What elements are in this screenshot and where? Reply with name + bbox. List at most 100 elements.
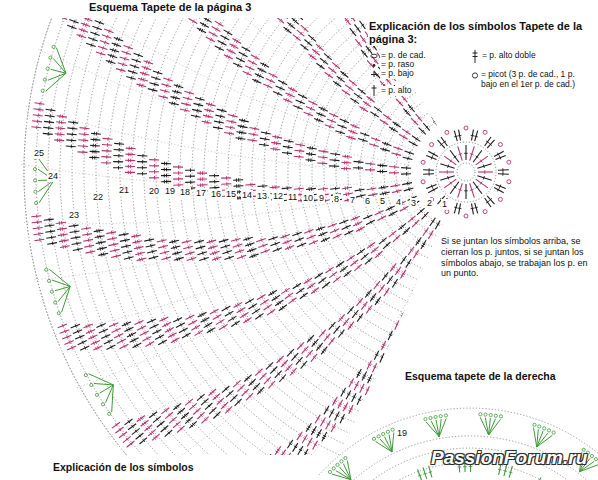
stitch-bar bbox=[258, 371, 261, 374]
stitch-bar bbox=[349, 87, 351, 90]
stitch-symbol bbox=[247, 248, 256, 251]
stitch-bar bbox=[371, 298, 374, 300]
stitch-bar bbox=[317, 45, 319, 48]
stitch-bar bbox=[374, 248, 376, 251]
stitch-bar bbox=[292, 370, 295, 372]
stitch-bar bbox=[95, 144, 96, 148]
stitch-symbol bbox=[78, 145, 88, 147]
stitch-bar bbox=[339, 318, 342, 320]
stitch-bar bbox=[262, 69, 264, 72]
stitch-bar bbox=[216, 413, 219, 416]
stitch-bar bbox=[130, 443, 132, 446]
stitch-symbol bbox=[90, 151, 100, 153]
stitch-bar bbox=[107, 143, 108, 147]
stitch-symbol bbox=[209, 181, 219, 182]
stitch-bar bbox=[368, 97, 370, 100]
stitch-bar bbox=[384, 191, 386, 195]
stitch-symbol bbox=[398, 223, 406, 230]
stitch-bar bbox=[323, 108, 324, 111]
stitch-bar bbox=[67, 335, 68, 338]
stitch-symbol bbox=[173, 317, 182, 322]
stitch-bar bbox=[180, 323, 182, 326]
stitch-symbol bbox=[367, 188, 377, 190]
stitch-symbol bbox=[358, 88, 366, 94]
stitch-bar bbox=[77, 330, 78, 333]
stitch-bar bbox=[310, 54, 312, 57]
stitch-bar bbox=[308, 352, 311, 354]
stitch-symbol bbox=[88, 335, 97, 339]
stitch-bar bbox=[384, 275, 387, 277]
stitch-bar bbox=[236, 304, 238, 307]
stitch-bar bbox=[252, 305, 254, 308]
stitch-symbol bbox=[297, 432, 302, 440]
stitch-bar bbox=[370, 221, 372, 224]
stitch-symbol bbox=[287, 22, 295, 28]
stitch-symbol bbox=[292, 232, 301, 235]
stitch-bar bbox=[407, 329, 410, 330]
stitch-bar bbox=[243, 53, 245, 56]
stitch-symbol bbox=[270, 149, 280, 150]
stitch-bar bbox=[144, 422, 146, 425]
stitch-symbol bbox=[228, 316, 237, 321]
stitch-bar bbox=[358, 160, 359, 164]
stitch-symbol bbox=[217, 109, 227, 112]
stitch-bar bbox=[279, 358, 282, 361]
stitch-bar bbox=[238, 184, 239, 188]
stitch-bar bbox=[313, 290, 315, 293]
stitch-symbol bbox=[96, 52, 106, 55]
stitch-symbol bbox=[144, 425, 152, 431]
stitch-symbol bbox=[383, 114, 391, 120]
stitch-bar bbox=[427, 94, 430, 96]
stitch-bar bbox=[346, 161, 347, 165]
stitch-bar bbox=[200, 396, 202, 399]
stitch-bar bbox=[433, 107, 436, 109]
stitch-bar bbox=[190, 180, 191, 184]
stitch-bar bbox=[175, 339, 177, 342]
stitch-bar bbox=[124, 239, 126, 243]
stitch-bar bbox=[230, 126, 232, 130]
stitch-bar bbox=[344, 161, 345, 165]
stitch-symbol bbox=[130, 65, 140, 68]
stitch-bar bbox=[37, 120, 38, 124]
stitch-bar bbox=[391, 127, 393, 130]
chain-arc bbox=[156, 18, 360, 455]
stitch-symbol bbox=[401, 270, 406, 279]
stitch-bar bbox=[367, 47, 370, 49]
stitch-bar bbox=[276, 141, 278, 145]
stitch-symbol bbox=[225, 406, 232, 413]
stitch-bar bbox=[258, 391, 261, 393]
stitch-symbol bbox=[349, 405, 353, 414]
stitch-bar bbox=[86, 227, 88, 231]
stitch-bar bbox=[304, 452, 307, 454]
stitch-bar bbox=[170, 334, 172, 337]
stitch-bar bbox=[280, 307, 282, 310]
stitch-bar bbox=[166, 257, 167, 260]
stitch-bar bbox=[228, 56, 230, 59]
stitch-symbol bbox=[337, 125, 346, 128]
stitch-bar bbox=[39, 238, 41, 242]
stitch-bar bbox=[173, 96, 175, 100]
stitch-bar bbox=[275, 296, 277, 299]
stitch-symbol bbox=[276, 18, 284, 23]
stitch-bar bbox=[236, 40, 238, 43]
stitch-symbol bbox=[117, 339, 126, 343]
stitch-symbol bbox=[419, 69, 423, 78]
stitch-symbol bbox=[104, 29, 113, 33]
stitch-bar bbox=[111, 60, 112, 64]
stitch-symbol bbox=[206, 103, 216, 106]
stitch-symbol bbox=[322, 282, 330, 288]
stitch-bar bbox=[159, 335, 161, 338]
stitch-bar bbox=[391, 268, 394, 270]
stitch-symbol bbox=[317, 429, 322, 438]
stitch-symbol bbox=[133, 343, 142, 348]
stitch-bar bbox=[154, 325, 156, 328]
stitch-bar bbox=[146, 67, 147, 70]
stitch-symbol bbox=[93, 346, 102, 350]
stitch-bar bbox=[387, 349, 390, 351]
stitch-bar bbox=[141, 84, 143, 88]
stitch-bar bbox=[395, 324, 398, 326]
stitch-symbol bbox=[113, 161, 123, 162]
stitch-bar bbox=[360, 194, 362, 198]
stitch-bar bbox=[273, 147, 274, 151]
stitch-bar bbox=[394, 171, 395, 175]
